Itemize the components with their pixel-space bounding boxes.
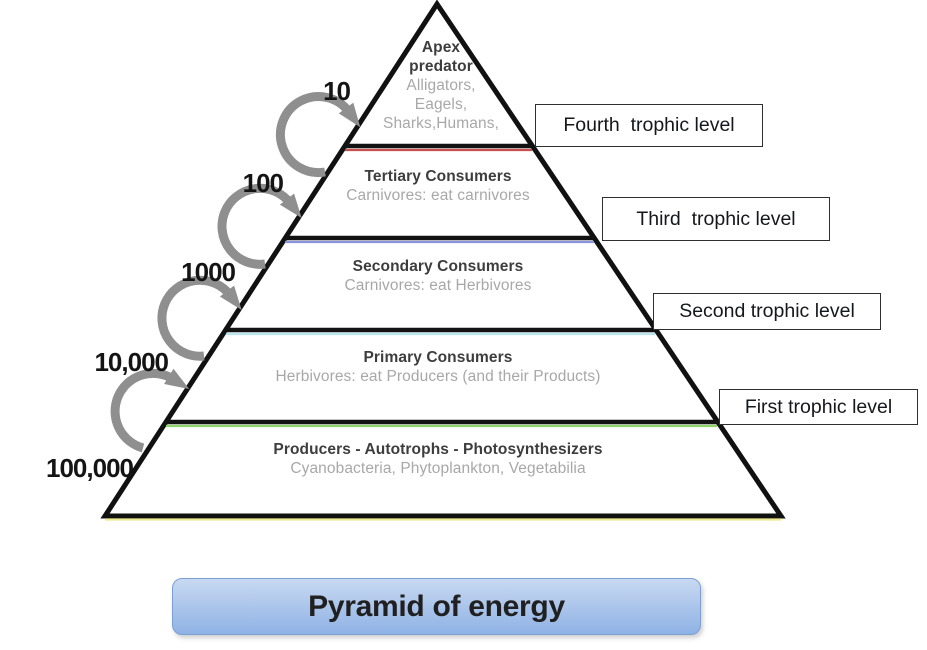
energy-arrow-to-secondary (157, 275, 242, 361)
callout-third-trophic-level: Third trophic level (602, 197, 830, 241)
energy-value-1000: 1000 (181, 257, 236, 287)
pyramid-outline (100, 0, 786, 519)
title-banner: Pyramid of energy (172, 578, 701, 635)
energy-value-100: 100 (242, 168, 284, 198)
callout-first-trophic-level: First trophic level (719, 389, 918, 425)
diagram-title: Pyramid of energy (308, 589, 565, 623)
energy-arrow-to-tertiary (217, 183, 302, 269)
energy-value-10000: 10,000 (94, 347, 169, 377)
energy-arrow-to-apex (275, 92, 361, 178)
callout-second-trophic-level: Second trophic level (653, 293, 881, 330)
energy-value-10: 10 (323, 76, 351, 106)
energy-value-100000: 100,000 (46, 453, 134, 483)
energy-arrow-to-primary (110, 368, 190, 453)
callout-fourth-trophic-level: Fourth trophic level (535, 104, 763, 147)
